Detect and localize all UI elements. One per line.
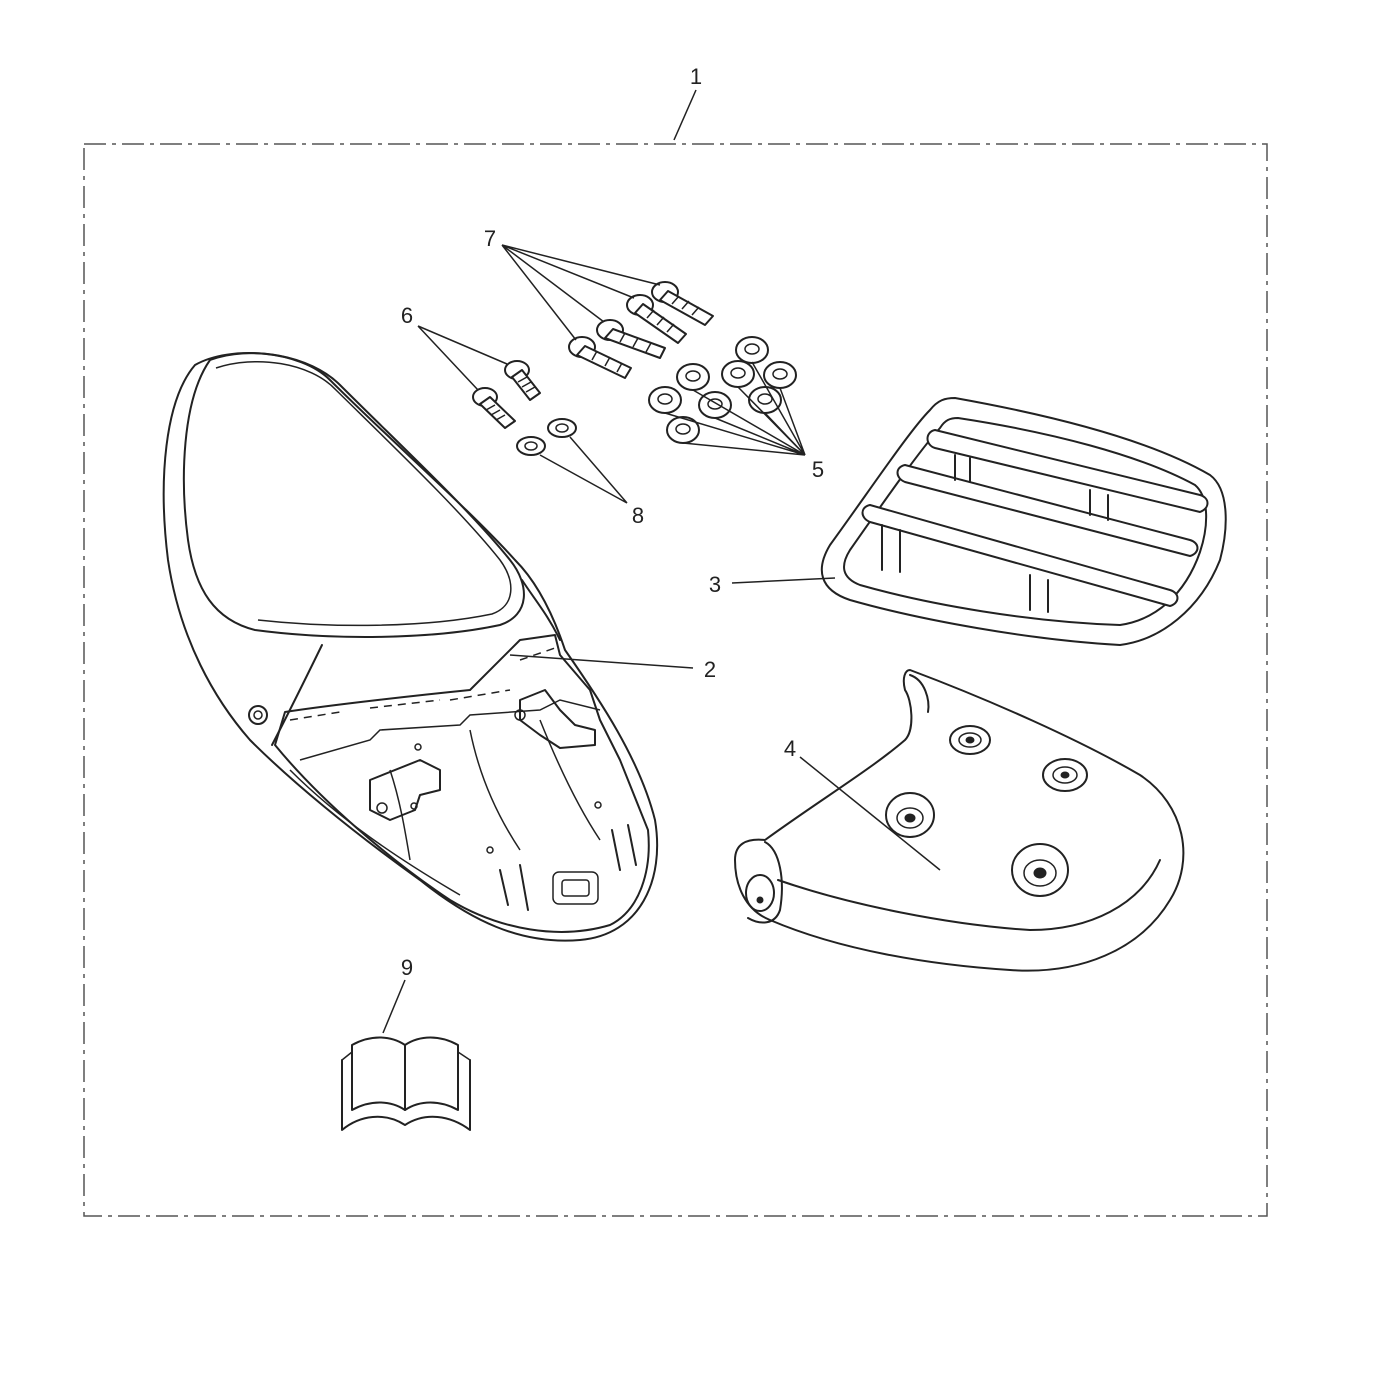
washer bbox=[547, 418, 577, 438]
bolt bbox=[651, 281, 714, 326]
bolt bbox=[596, 319, 666, 359]
bolt bbox=[504, 360, 541, 401]
nut bbox=[648, 386, 682, 414]
bolt bbox=[568, 336, 632, 379]
callout-9: 9 bbox=[401, 955, 413, 980]
nuts-group bbox=[648, 336, 806, 456]
seat-part bbox=[162, 352, 659, 942]
mounting-hole bbox=[1042, 758, 1088, 792]
callout-7: 7 bbox=[484, 226, 496, 251]
mounting-hole bbox=[885, 792, 935, 838]
kit-boundary bbox=[83, 143, 1268, 1217]
callout-4: 4 bbox=[784, 736, 796, 761]
mounting-hole bbox=[1011, 843, 1069, 897]
callout-8: 8 bbox=[632, 503, 644, 528]
leader-line-1 bbox=[673, 89, 697, 141]
luggage-rack-part bbox=[820, 397, 1227, 646]
callout-1: 1 bbox=[690, 64, 702, 89]
callout-3: 3 bbox=[709, 572, 721, 597]
leader-line-3 bbox=[731, 577, 836, 584]
callout-6: 6 bbox=[401, 303, 413, 328]
bolt bbox=[472, 387, 516, 429]
nut bbox=[666, 416, 700, 444]
nut bbox=[676, 363, 710, 391]
callout-5: 5 bbox=[812, 457, 824, 482]
instruction-booklet-icon bbox=[341, 1036, 471, 1131]
long-bolts-group bbox=[501, 244, 714, 379]
short-bolts-group bbox=[417, 325, 541, 429]
base-plate-part bbox=[734, 669, 1185, 972]
nut bbox=[748, 386, 782, 414]
washers-group bbox=[516, 418, 628, 504]
bolt bbox=[626, 294, 687, 344]
leader-line-9 bbox=[382, 979, 406, 1034]
washer bbox=[516, 436, 546, 456]
leader-line-4 bbox=[799, 756, 941, 871]
leader-line-2 bbox=[509, 654, 694, 669]
mounting-hole bbox=[949, 725, 991, 755]
callout-2: 2 bbox=[704, 657, 716, 682]
nut bbox=[735, 336, 769, 364]
nut bbox=[763, 361, 797, 389]
nut bbox=[721, 360, 755, 388]
